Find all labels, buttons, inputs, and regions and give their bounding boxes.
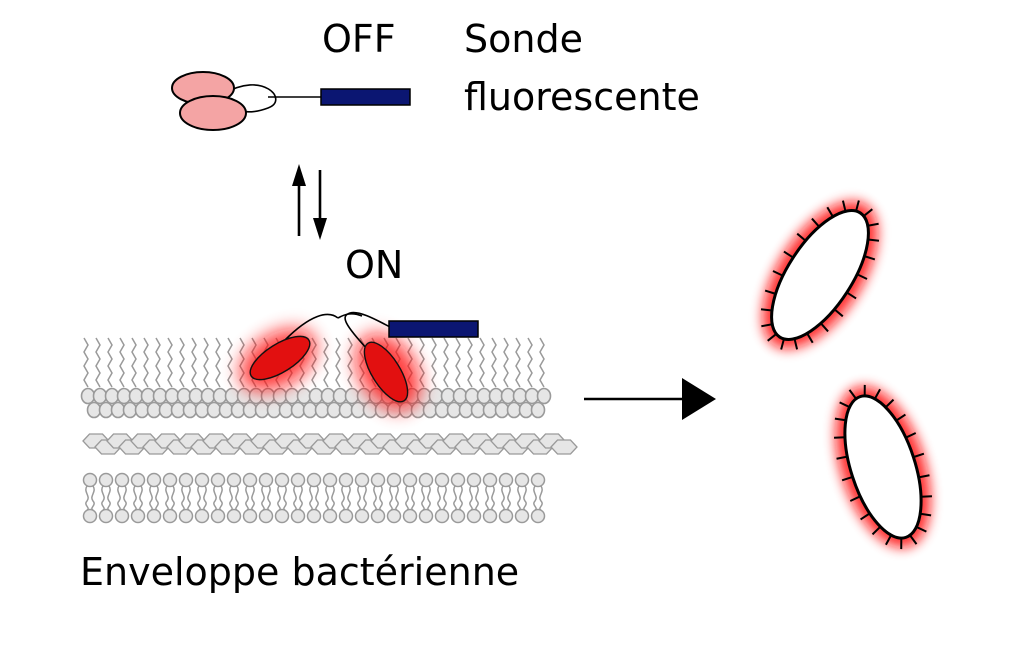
off-label: OFF: [322, 17, 396, 61]
lipid-heads-upper: [80, 387, 552, 419]
up-down-arrows-icon: [292, 164, 327, 240]
envelope-label: Enveloppe bactérienne: [80, 550, 519, 594]
peptidoglycan-layer: [82, 433, 578, 455]
probe-bar: [320, 88, 411, 106]
bacterial-envelope: [80, 337, 578, 524]
right-arrow-icon: [584, 378, 716, 420]
probe-on: [239, 311, 479, 411]
probe-off: [171, 71, 411, 131]
on-label: ON: [345, 243, 403, 287]
stained-bacterium-icon: [760, 200, 880, 350]
probe-bar: [388, 320, 479, 338]
stained-bacterium-icon: [834, 384, 932, 550]
probe-title-line2: fluorescente: [464, 75, 700, 119]
inner-membrane-bilayer: [82, 472, 546, 524]
probe-title-line1: Sonde: [464, 17, 583, 61]
